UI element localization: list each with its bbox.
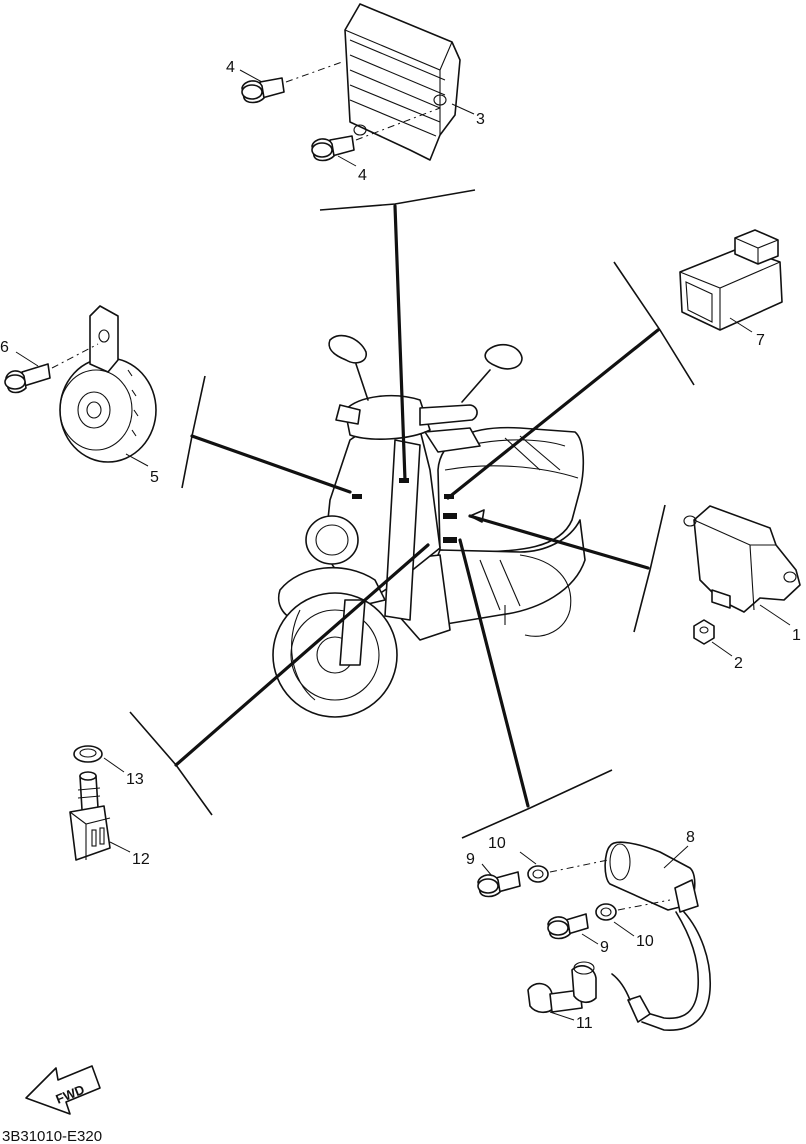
callout-labels: 4 3 4 7 6 5 1 2 13 12 8 10 9 9 10 11: [0, 59, 801, 1032]
callout-2: 2: [734, 655, 743, 672]
diagram-code: 3B31010-E320: [2, 1128, 102, 1144]
callout-13: 13: [126, 771, 144, 788]
plug-cap: [527, 961, 651, 1023]
callout-10-lower: 10: [636, 933, 654, 950]
washer-switch: [73, 745, 125, 773]
callout-1: 1: [792, 627, 801, 644]
nut: [693, 619, 733, 657]
fwd-arrow-icon: FWD: [25, 1065, 101, 1115]
callout-12: 12: [132, 851, 150, 868]
cdi-unit: [683, 505, 801, 626]
bolt-upper: [241, 61, 343, 104]
bolt-coil-lower: [547, 899, 671, 945]
bolt-coil-upper: [477, 851, 609, 898]
callout-10-upper: 10: [488, 835, 506, 852]
bolt-lower: [311, 107, 441, 162]
callout-4-upper: 4: [226, 59, 235, 76]
callout-6: 6: [0, 339, 9, 356]
scooter-illustration: [272, 334, 586, 718]
callout-9-lower: 9: [600, 939, 609, 956]
callout-8: 8: [686, 829, 695, 846]
callout-7: 7: [756, 332, 765, 349]
horn: [59, 305, 157, 467]
callout-11: 11: [576, 1015, 593, 1032]
switch: [69, 771, 131, 861]
rectifier-regulator: [344, 3, 461, 161]
pointer-lines: [129, 189, 695, 839]
callout-4-lower: 4: [358, 167, 367, 184]
ignition-coil: [604, 841, 711, 1031]
callout-9-upper: 9: [466, 851, 475, 868]
bolt-horn: [4, 343, 99, 394]
callout-5: 5: [150, 469, 159, 486]
relay: [679, 229, 783, 333]
callout-3: 3: [476, 111, 485, 128]
